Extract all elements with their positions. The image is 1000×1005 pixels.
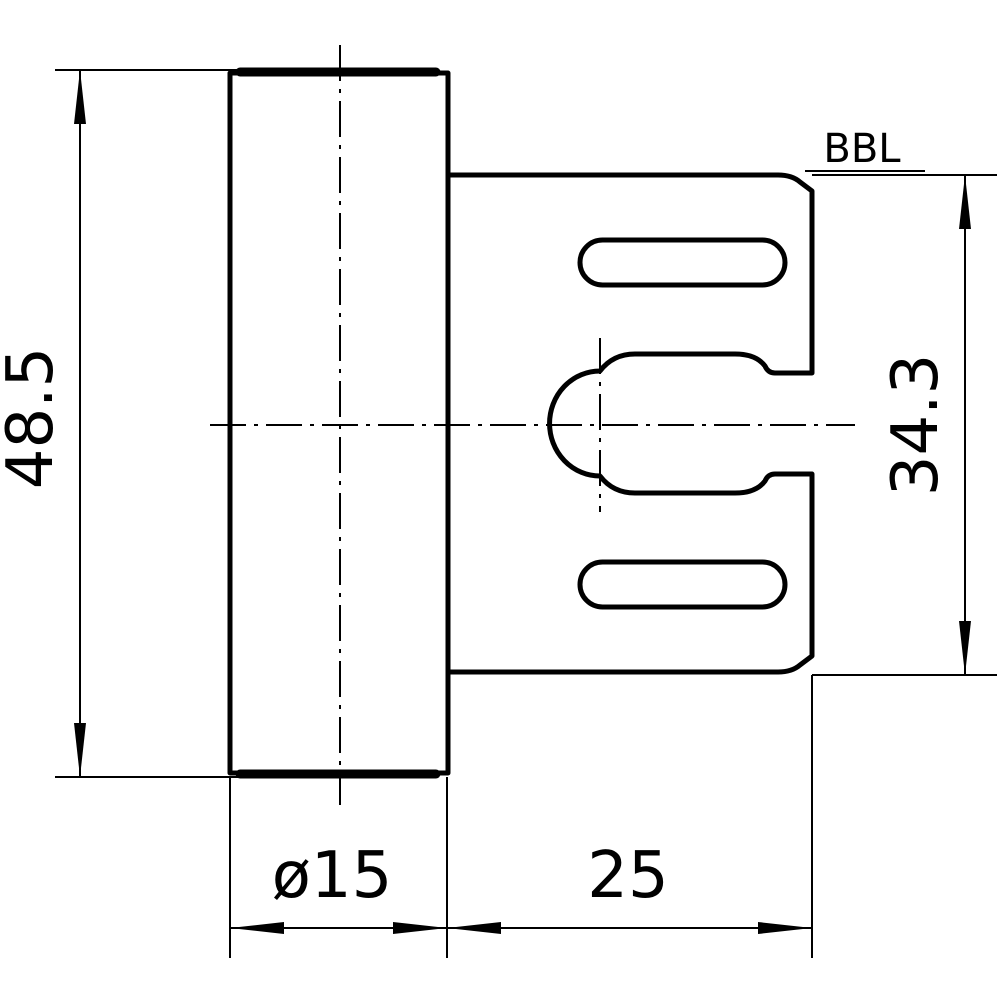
- bbl-label: BBL: [823, 126, 901, 172]
- diameter-label: ø15: [272, 839, 393, 913]
- arrowhead-top: [74, 70, 86, 124]
- lower-slot: [577, 559, 788, 610]
- arrowhead-length-right: [758, 922, 812, 934]
- arrowhead-length-left: [447, 922, 501, 934]
- arrowhead-diameter-left: [230, 922, 284, 934]
- plate-outline: [445, 172, 815, 675]
- arrowhead-bottom: [74, 723, 86, 777]
- center-lines: [210, 45, 855, 805]
- arrowhead-diameter-right: [393, 922, 447, 934]
- mounting-plate: [445, 172, 815, 675]
- dimension-48-5: 48.5: [0, 69, 238, 778]
- arrowhead-bottom: [959, 621, 971, 675]
- plate-length-label: 25: [587, 839, 668, 913]
- upper-slot: [577, 237, 788, 288]
- dimension-34-3: 34.3: [812, 174, 997, 676]
- bbl-reference: BBL: [805, 126, 925, 172]
- plate-height-label: 34.3: [879, 354, 953, 497]
- dimension-bottom: ø15 25: [229, 675, 813, 958]
- overall-height-label: 48.5: [0, 347, 68, 490]
- arrowhead-top: [959, 175, 971, 229]
